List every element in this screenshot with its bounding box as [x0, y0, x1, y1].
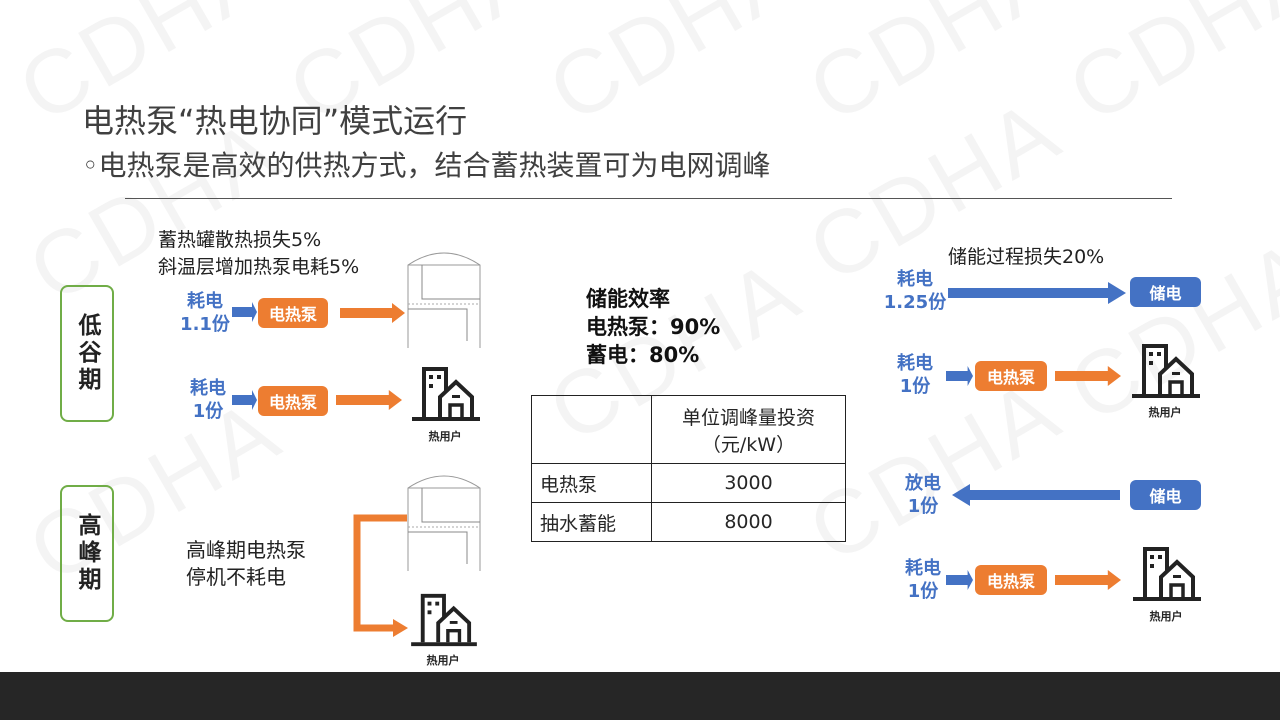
- heat-user-label: 热用户: [426, 654, 460, 667]
- storage-tank-icon: [407, 247, 481, 349]
- slide-title: 电热泵“热电协同”模式运行: [82, 102, 468, 140]
- slide-subtitle: ◦电热泵是高效的供热方式，结合蓄热装置可为电网调峰: [82, 149, 771, 182]
- arrow-right-icon: [1055, 366, 1121, 386]
- arrow-right-icon: [232, 390, 257, 410]
- arrow-right-icon: [336, 390, 402, 410]
- watermark: CDHA: [532, 0, 818, 144]
- peak-period-label: 高峰期: [60, 485, 114, 622]
- peak-note: 高峰期电热泵停机不耗电: [186, 538, 306, 589]
- investment-table: 单位调峰量投资（元/kW） 电热泵 3000 抽水蓄能 8000: [531, 395, 846, 542]
- loss-note: 蓄热罐散热损失5%: [158, 229, 322, 251]
- discharge-pipe-arrow: [353, 514, 408, 637]
- heat-user-label: 热用户: [1148, 406, 1182, 419]
- arrow-right-icon: [1055, 570, 1121, 590]
- arrow-right-icon: [340, 303, 405, 323]
- efficiency-title: 储能效率: [586, 287, 670, 311]
- bottom-bar: [0, 672, 1280, 720]
- building-icon: [410, 365, 482, 425]
- battery-storage-box: 储电: [1130, 480, 1201, 510]
- heat-user-label: 热用户: [428, 430, 462, 443]
- watermark: CDHA: [1052, 0, 1280, 144]
- table-row: 抽水蓄能 8000: [531, 502, 846, 542]
- building-icon: [408, 592, 480, 650]
- battery-storage-box: 储电: [1130, 277, 1201, 307]
- arrow-left-icon: [952, 484, 1120, 506]
- loss-notes: 蓄热罐散热损失5% 斜温层增加热泵电耗5%: [158, 227, 359, 281]
- divider: [125, 198, 1172, 199]
- table-header-row: 单位调峰量投资（元/kW）: [531, 395, 846, 464]
- arrow-right-icon: [946, 570, 973, 590]
- efficiency-line: 蓄电：80%: [586, 343, 700, 367]
- loss-note: 斜温层增加热泵电耗5%: [158, 256, 360, 278]
- arrow-right-icon: [948, 282, 1126, 304]
- efficiency-block: 储能效率 电热泵：90% 蓄电：80%: [586, 285, 720, 369]
- heat-pump-box: 电热泵: [975, 565, 1047, 595]
- building-icon: [1131, 545, 1203, 605]
- heat-pump-box: 电热泵: [975, 361, 1047, 391]
- building-icon: [1130, 342, 1202, 402]
- table-row: 电热泵 3000: [531, 463, 846, 503]
- heat-pump-box: 电热泵: [258, 386, 328, 416]
- arrow-right-icon: [946, 366, 973, 386]
- table-header: 单位调峰量投资（元/kW）: [651, 395, 846, 464]
- heat-user-label: 热用户: [1149, 610, 1183, 623]
- heat-pump-box: 电热泵: [258, 298, 328, 328]
- arrow-right-icon: [232, 302, 257, 322]
- efficiency-line: 电热泵：90%: [586, 315, 721, 339]
- storage-tank-icon: [407, 470, 481, 572]
- valley-period-label: 低谷期: [60, 285, 114, 422]
- storage-loss-note: 储能过程损失20%: [948, 246, 1105, 268]
